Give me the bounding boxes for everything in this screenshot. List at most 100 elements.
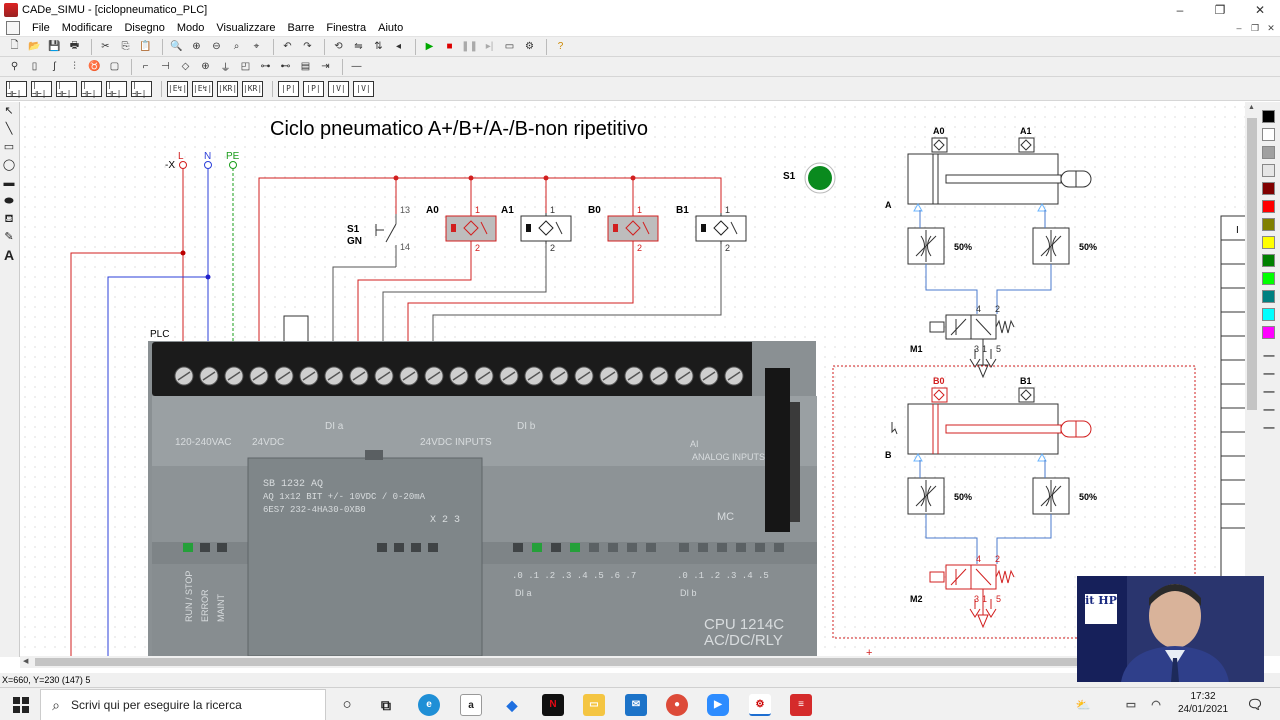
menu-modificare[interactable]: Modificare [61,21,113,34]
vertical-scroll-thumb[interactable] [1247,118,1257,410]
cross-wire-icon[interactable]: ⊶ [260,61,271,72]
line-width-icon[interactable]: — [1263,350,1275,362]
plc-contact-nc-button[interactable]: |⊣⊢| [31,80,52,98]
document-icon[interactable] [6,20,20,35]
plc-output-e2-button[interactable]: |E↯| [192,80,213,97]
file-explorer-icon[interactable]: ▭ [583,694,605,716]
pause-icon[interactable]: ❚❚ [461,41,478,52]
taskbar-search[interactable]: ⌕ Scrivi qui per eseguire la ricerca [40,689,326,720]
cade-simu-taskbar-icon[interactable]: ⚙ [749,694,771,716]
rotate-left-icon[interactable]: ⟲ [334,41,343,52]
color-swatch[interactable] [1262,254,1275,267]
scroll-left-icon[interactable]: ◀ [23,658,29,665]
plc-p2-button[interactable]: |P| [303,80,324,97]
relay-icon[interactable]: ▢ [109,61,120,72]
menu-finestra[interactable]: Finestra [326,21,367,34]
task-view-icon[interactable]: ⧉ [381,697,391,713]
plc-contact-no-button[interactable]: |⊣⊢| [6,80,27,98]
color-swatch[interactable] [1262,110,1275,123]
presentation-app-icon[interactable]: ≡ [790,694,812,716]
paste-icon[interactable]: 📋 [139,41,152,52]
chrome-icon[interactable]: ● [666,694,688,716]
step-icon[interactable]: ▸| [485,41,494,52]
zoom-out-icon[interactable]: ⊖ [212,41,221,52]
color-swatch[interactable] [1262,182,1275,195]
line-width-icon[interactable]: — [1263,368,1275,380]
color-swatch[interactable] [1262,308,1275,321]
notifications-icon[interactable]: 🗨 [1246,697,1264,712]
copy-icon[interactable]: ⎘ [121,41,130,52]
scroll-up-icon[interactable]: ▲ [1248,104,1255,111]
fuse-icon[interactable]: ▯ [31,61,38,72]
color-swatch[interactable] [1262,290,1275,303]
zoom-fit-icon[interactable]: ⌕ [233,41,240,52]
select-arrow-icon[interactable]: ↖ [4,105,14,117]
mirror-icon[interactable]: ⇋ [354,41,363,52]
color-swatch[interactable] [1262,128,1275,141]
color-swatch[interactable] [1262,164,1275,177]
undo-icon[interactable]: ↶ [283,41,292,52]
connector-icon[interactable]: ◇ [181,61,190,72]
mail-icon[interactable]: ✉ [625,694,647,716]
pin-icon[interactable]: ⚲ [10,61,19,72]
plc-p1-button[interactable]: |P| [278,80,299,97]
redo-icon[interactable]: ↷ [303,41,312,52]
plc-contact-fall-button[interactable]: |⊣⊢| [81,80,102,98]
minimize-button[interactable]: – [1176,3,1184,17]
draw-line-icon[interactable]: ╲ [5,123,13,135]
menu-barre[interactable]: Barre [287,21,315,34]
zoom-app-icon[interactable]: ▶ [707,694,729,716]
ellipse-icon[interactable]: ◯ [2,159,16,171]
filled-ellipse-icon[interactable]: ⬬ [4,195,14,207]
wifi-icon[interactable]: ◠ [1151,699,1161,711]
plc-v2-button[interactable]: |V| [353,80,374,97]
plc-contact-reset-button[interactable]: |⊣⊢| [131,80,152,98]
plc-output-e1-button[interactable]: |E↯| [167,80,188,97]
settings-icon[interactable]: ⚙ [525,41,534,52]
fill-bucket-icon[interactable]: ⛾ [4,213,14,225]
windows-start-icon[interactable] [13,697,29,713]
print-icon[interactable]: 🖶 [69,40,80,51]
plc-block-icon[interactable]: ▤ [300,61,311,72]
plc-relay-kr2-button[interactable]: |KR| [242,80,263,97]
mdi-minimize-button[interactable]: – [1236,23,1242,33]
motor-protector-icon[interactable]: ♉ [88,61,101,72]
contact-icon[interactable]: ⊣ [161,61,170,72]
menu-disegno[interactable]: Disegno [124,21,165,34]
ground-icon[interactable]: ⏚ [220,63,231,74]
color-swatch[interactable] [1262,272,1275,285]
mdi-restore-button[interactable]: ❐ [1250,23,1260,33]
filled-rectangle-icon[interactable]: ▬ [3,177,15,189]
open-folder-icon[interactable]: 📂 [28,41,41,52]
schematic-canvas[interactable]: Ciclo pneumatico A+/B+/A-/B-non ripetiti… [20,102,1245,656]
window-icon[interactable]: ▭ [504,41,515,52]
color-swatch[interactable] [1262,236,1275,249]
terminal-icon[interactable]: ⊕ [201,61,210,72]
network-icon[interactable]: ▭ [1125,699,1137,711]
node-icon[interactable]: ◰ [240,61,251,72]
close-button[interactable]: ✕ [1254,3,1266,17]
simulation-play-icon[interactable]: ▶ [425,41,434,52]
new-file-icon[interactable]: 🗋 [10,40,19,51]
line-width-icon[interactable]: — [1263,386,1275,398]
plc-v1-button[interactable]: |V| [328,80,349,97]
text-tool-icon[interactable]: A [3,247,15,263]
color-swatch[interactable] [1262,146,1275,159]
amazon-icon[interactable]: a [460,694,482,716]
pencil-icon[interactable]: ✎ [4,231,14,243]
dropbox-icon[interactable]: ◆ [506,697,518,713]
horizontal-scroll-thumb[interactable] [35,658,1085,666]
taskbar-clock[interactable]: 17:32 24/01/2021 [1172,690,1234,716]
bus-icon[interactable]: ⇥ [321,61,330,72]
color-swatch[interactable] [1262,200,1275,213]
plc-relay-kr1-button[interactable]: |KR| [217,80,238,97]
menu-aiuto[interactable]: Aiuto [378,21,404,34]
color-swatch[interactable] [1262,218,1275,231]
menu-visualizzare[interactable]: Visualizzare [216,21,276,34]
rectangle-icon[interactable]: ▭ [3,141,15,153]
plc-contact-set-button[interactable]: |⊣⊢| [106,80,127,98]
edge-browser-icon[interactable]: e [418,694,440,716]
zoom-page-icon[interactable]: 🔍 [170,41,183,52]
zoom-in-icon[interactable]: ⊕ [192,41,201,52]
color-swatch[interactable] [1262,326,1275,339]
